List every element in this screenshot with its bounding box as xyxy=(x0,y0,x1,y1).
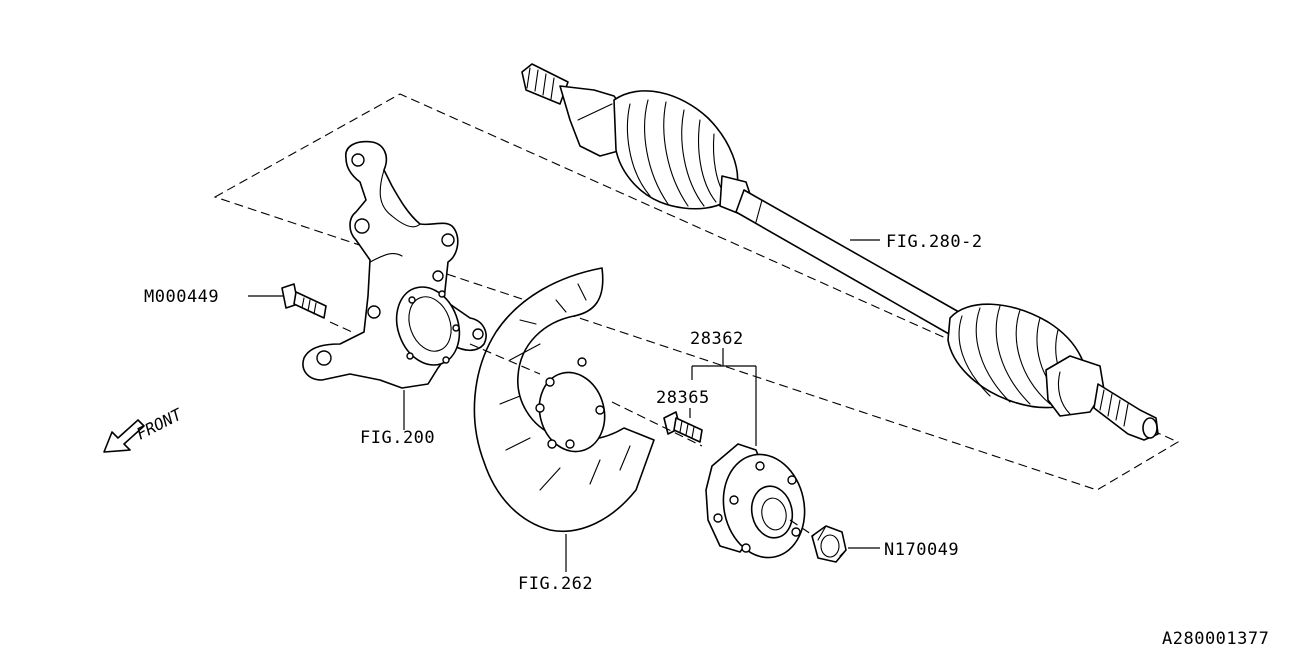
label-axle-nut: N170049 xyxy=(884,540,959,560)
knuckle-bolt xyxy=(281,283,327,319)
label-back-plate-ref: FIG.262 xyxy=(518,574,593,594)
leader-lines xyxy=(248,239,880,572)
drawing-number: A280001377 xyxy=(1162,629,1269,649)
drive-shaft xyxy=(521,63,1159,441)
front-direction-arrow xyxy=(103,419,145,453)
label-drive-shaft-ref: FIG.280-2 xyxy=(886,232,983,252)
hub-bolt xyxy=(663,411,703,443)
axle-nut xyxy=(811,525,847,563)
label-hub-bolt: 28365 xyxy=(656,388,710,408)
assembly-dashed-outline xyxy=(213,93,1180,491)
label-knuckle-ref: FIG.200 xyxy=(360,428,435,448)
label-hub-unit: 28362 xyxy=(690,329,744,349)
steering-knuckle xyxy=(302,140,487,389)
back-plate xyxy=(473,267,655,532)
label-knuckle-bolt: M000449 xyxy=(144,287,219,307)
hub-unit xyxy=(705,443,806,559)
label-front: FRONT xyxy=(133,404,186,443)
